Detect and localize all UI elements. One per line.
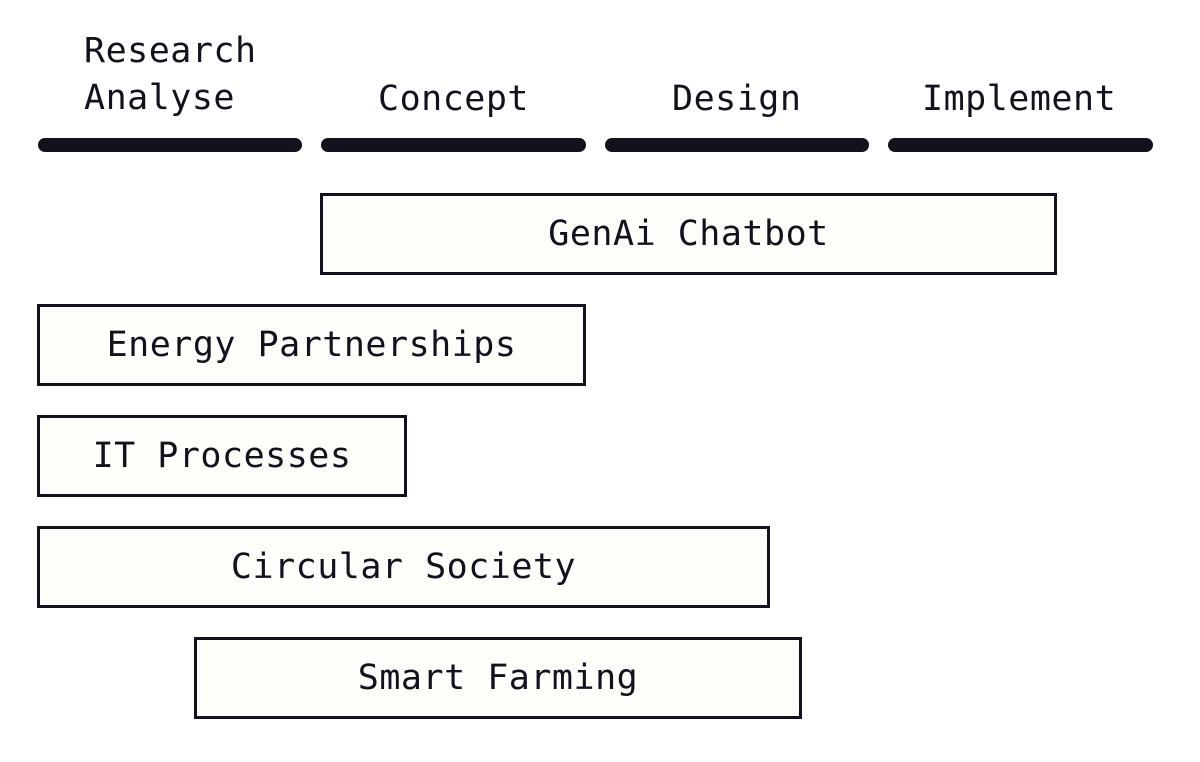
phase-bar-research-analyse xyxy=(38,138,302,152)
project-label: Circular Society xyxy=(230,547,577,587)
phase-label-line-1: Research xyxy=(84,31,257,71)
project-circular-society: Circular Society xyxy=(37,526,770,608)
phase-bar-implement xyxy=(888,138,1153,152)
phase-bar-design xyxy=(605,138,869,152)
project-label: Energy Partnerships xyxy=(106,325,517,365)
project-genai-chatbot: GenAi Chatbot xyxy=(320,193,1057,275)
project-energy-partnerships: Energy Partnerships xyxy=(37,304,586,386)
phase-label-design: Design xyxy=(672,79,802,119)
project-it-processes: IT Processes xyxy=(37,415,407,497)
phase-bar-concept xyxy=(321,138,586,152)
project-label: Smart Farming xyxy=(357,658,639,698)
phase-label-research-analyse: Research Analyse xyxy=(84,28,257,122)
project-label: IT Processes xyxy=(92,436,352,476)
phase-label-line-2: Analyse xyxy=(84,78,236,118)
phase-label-concept: Concept xyxy=(378,79,530,119)
phase-label-implement: Implement xyxy=(922,79,1117,119)
project-label: GenAi Chatbot xyxy=(548,214,829,254)
project-smart-farming: Smart Farming xyxy=(194,637,802,719)
